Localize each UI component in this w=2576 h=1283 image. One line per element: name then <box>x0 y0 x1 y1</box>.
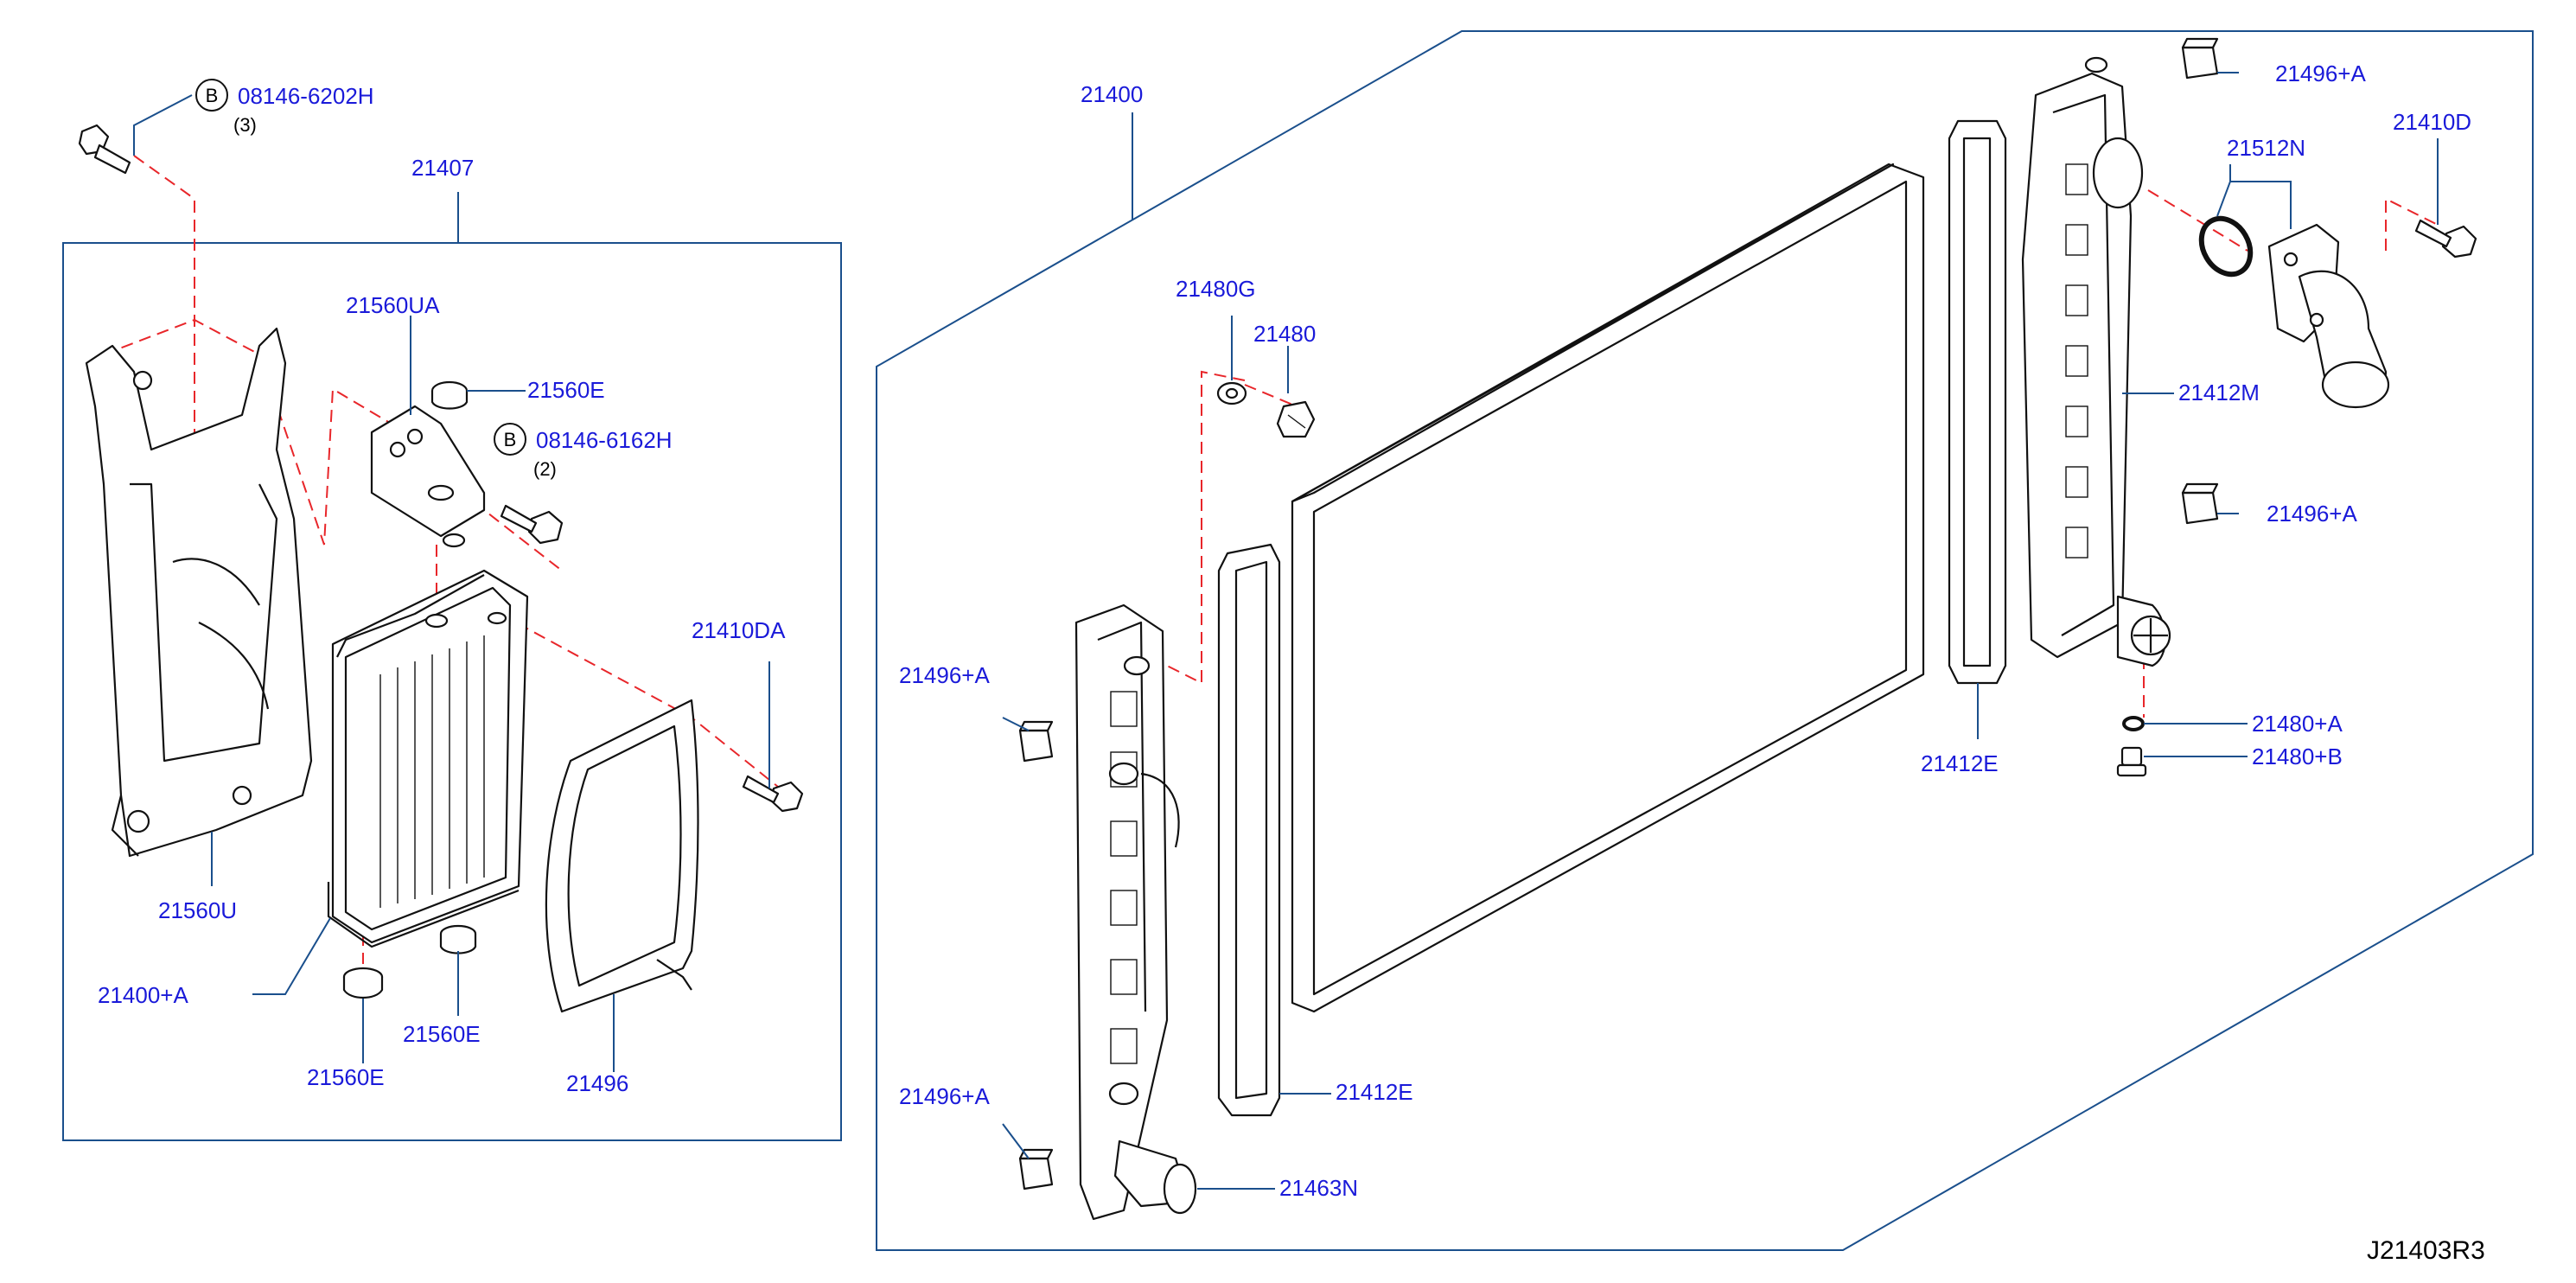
grommet-21560e-top <box>430 380 469 410</box>
label-21463n: 21463N <box>1279 1175 1358 1201</box>
washer-21480g <box>1216 381 1247 405</box>
label-21410da: 21410DA <box>692 617 786 643</box>
label-21560e-bottom: 21560E <box>307 1064 385 1090</box>
label-21407: 21407 <box>411 155 474 181</box>
bracket-21560ua <box>370 405 486 538</box>
bolt-symbol-b-mid: B <box>494 423 526 456</box>
label-08146-6202h: 08146-6202H <box>238 83 374 109</box>
mount-21496a-mid-right <box>2181 482 2219 525</box>
mount-21496a-left-bottom <box>1018 1148 1054 1190</box>
mount-21496a-top-right <box>2181 37 2219 80</box>
label-21480: 21480 <box>1253 321 1316 347</box>
bolt-21410d <box>2414 219 2477 259</box>
label-21496: 21496 <box>566 1070 628 1096</box>
plug-21480 <box>1276 400 1316 438</box>
bolt-08146-6162h <box>500 504 564 545</box>
label-21560ua: 21560UA <box>346 292 440 318</box>
grommet-21560e-bottom <box>342 967 384 999</box>
radiator-core-21400 <box>1291 163 1925 1013</box>
label-21480b: 21480+B <box>2252 744 2343 769</box>
main-radiator-frame <box>876 30 2534 1251</box>
label-21560u: 21560U <box>158 897 237 923</box>
label-08146-6162h-qty: (2) <box>533 458 557 480</box>
diagram-code: J21403R3 <box>2367 1236 2485 1265</box>
label-08146-6162h: 08146-6162H <box>536 427 673 453</box>
right-tank-21412m <box>2021 56 2171 667</box>
seal-21412e-left <box>1217 543 1281 1117</box>
inlet-elbow <box>2267 223 2390 409</box>
ring-21480a <box>2122 716 2145 731</box>
bolt-symbol-b-top: B <box>195 79 228 112</box>
label-21496a-left-bottom: 21496+A <box>899 1083 990 1109</box>
label-21512n: 21512N <box>2227 135 2305 161</box>
seal-21412e-right <box>1948 119 2007 685</box>
label-21410d: 21410D <box>2393 109 2471 135</box>
label-21480g: 21480G <box>1176 276 1256 302</box>
air-guide-21496 <box>545 699 699 1013</box>
label-21412e-right: 21412E <box>1921 750 1999 776</box>
label-21496a-left-top: 21496+A <box>899 662 990 688</box>
o-ring-21512n <box>2198 215 2254 278</box>
label-21496a-right-mid: 21496+A <box>2267 501 2357 527</box>
bolt-08146-6202h <box>78 124 131 175</box>
label-21480a: 21480+A <box>2252 711 2343 737</box>
label-08146-6202h-qty: (3) <box>233 114 257 136</box>
label-21560e-mid: 21560E <box>403 1021 481 1047</box>
mount-21496a-left-top <box>1018 720 1054 763</box>
svg-text:B: B <box>206 85 219 106</box>
bracket-21560u <box>85 327 313 858</box>
label-21496a-right-top: 21496+A <box>2275 61 2366 86</box>
grommet-21560e-mid <box>439 924 477 954</box>
sub-radiator-21400a <box>327 533 529 948</box>
label-21412e-left: 21412E <box>1336 1079 1413 1105</box>
label-21400: 21400 <box>1081 81 1143 107</box>
label-21412m: 21412M <box>2178 380 2260 405</box>
svg-text:B: B <box>504 429 517 450</box>
left-tank <box>1074 603 1180 1221</box>
sub-radiator-frame <box>62 242 842 1141</box>
label-21400a: 21400+A <box>98 982 188 1008</box>
outlet-21463n <box>1113 1139 1197 1215</box>
bolt-21410da <box>742 775 804 813</box>
plug-21480b <box>2116 746 2147 777</box>
leader-lines <box>133 72 2439 1190</box>
label-21560e-top: 21560E <box>527 377 605 403</box>
